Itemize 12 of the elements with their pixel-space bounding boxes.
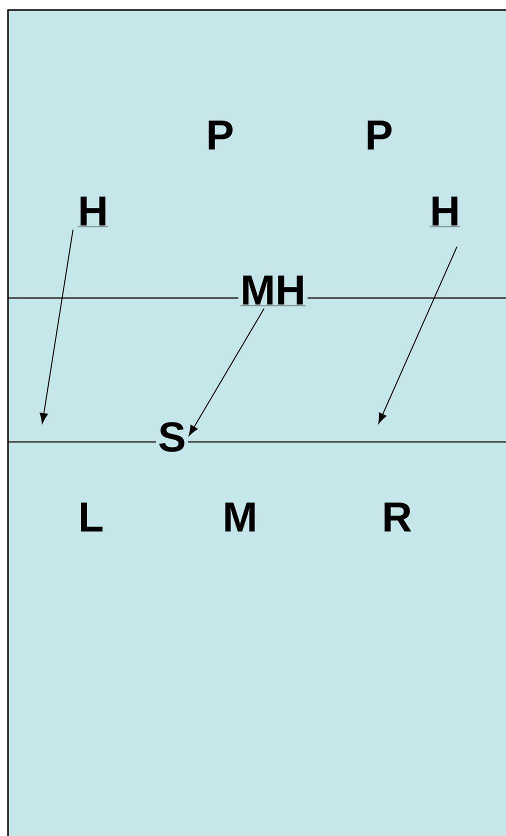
position-label: P (208, 120, 233, 150)
player-label: H (428, 194, 462, 230)
arrow (188, 308, 264, 436)
arrow (40, 229, 74, 424)
player-label: H (76, 194, 110, 230)
position-label: M (225, 502, 255, 532)
player-label: MH (238, 274, 308, 308)
position-label: P (368, 120, 392, 150)
position-label: L (80, 502, 103, 532)
player-label: S (156, 420, 188, 454)
position-label: R (384, 502, 412, 532)
arrow (378, 246, 458, 424)
